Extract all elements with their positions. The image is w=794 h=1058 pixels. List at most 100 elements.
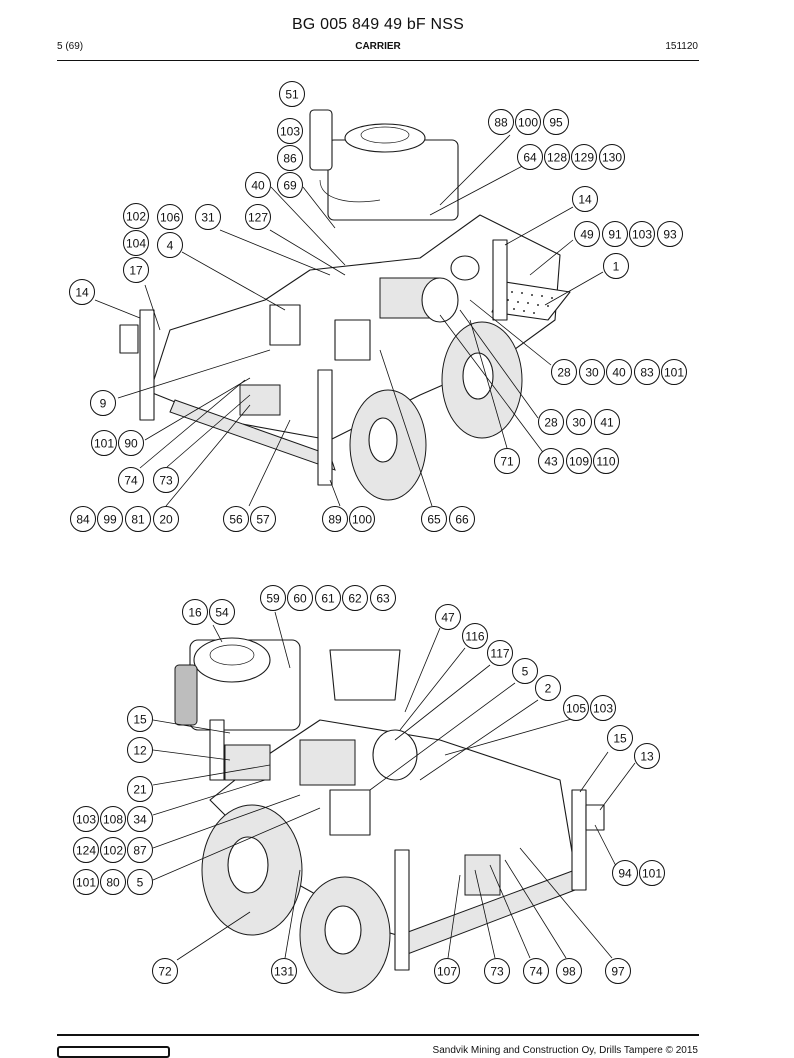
svg-text:107: 107 (437, 965, 457, 979)
callout: 106 (157, 204, 183, 230)
callout: 117 (487, 640, 513, 666)
document-code: 151120 (665, 41, 698, 52)
svg-text:15: 15 (133, 713, 147, 727)
callout: 84 (70, 506, 96, 532)
svg-text:102: 102 (103, 844, 123, 858)
callouts-bottom: 59 60 61 62 63 16 54 47 116 117 5 2 105 … (73, 585, 665, 984)
callout: 49 (574, 221, 600, 247)
svg-text:88: 88 (494, 116, 508, 130)
top-fan (450, 255, 480, 281)
svg-text:71: 71 (500, 455, 514, 469)
callout: 54 (209, 599, 235, 625)
callout: 101 (661, 359, 687, 385)
svg-text:28: 28 (557, 366, 571, 380)
svg-text:21: 21 (133, 783, 147, 797)
svg-text:72: 72 (158, 965, 172, 979)
svg-text:131: 131 (274, 965, 294, 979)
svg-text:101: 101 (94, 437, 114, 451)
top-lamp-left (119, 324, 139, 354)
bottom-air-filter (193, 637, 271, 683)
svg-text:73: 73 (490, 965, 504, 979)
bottom-lamp-right (585, 804, 605, 831)
callout: 101 (639, 860, 665, 886)
bottom-post-left (209, 719, 225, 781)
callout: 99 (97, 506, 123, 532)
svg-text:97: 97 (611, 965, 625, 979)
callout: 47 (435, 604, 461, 630)
callout: 83 (634, 359, 660, 385)
top-exhaust (309, 109, 333, 171)
callout: 109 (566, 448, 592, 474)
svg-text:66: 66 (455, 513, 469, 527)
callout: 110 (593, 448, 619, 474)
svg-text:101: 101 (76, 876, 96, 890)
bottom-valve-block (299, 739, 356, 786)
callout: 20 (153, 506, 179, 532)
callout: 129 (571, 144, 597, 170)
callout: 12 (127, 737, 153, 763)
svg-text:5: 5 (522, 665, 529, 679)
bottom-carrier-artwork (174, 637, 605, 994)
svg-text:91: 91 (608, 228, 622, 242)
svg-text:110: 110 (596, 455, 615, 469)
callout: 69 (277, 172, 303, 198)
svg-text:108: 108 (103, 813, 123, 827)
svg-text:28: 28 (544, 416, 558, 430)
svg-text:62: 62 (348, 592, 362, 606)
callout: 94 (612, 860, 638, 886)
svg-text:87: 87 (133, 844, 147, 858)
callout: 103 (277, 118, 303, 144)
callout: 73 (153, 467, 179, 493)
callout: 41 (594, 409, 620, 435)
callout: 108 (100, 806, 126, 832)
callout: 103 (590, 695, 616, 721)
callout: 34 (127, 806, 153, 832)
callout: 88 (488, 109, 514, 135)
svg-text:14: 14 (578, 193, 592, 207)
callout: 14 (572, 186, 598, 212)
svg-text:64: 64 (523, 151, 537, 165)
callout: 127 (245, 204, 271, 230)
callout: 73 (484, 958, 510, 984)
callout: 65 (421, 506, 447, 532)
svg-text:30: 30 (572, 416, 586, 430)
callout: 62 (342, 585, 368, 611)
callout: 2 (535, 675, 561, 701)
callout: 128 (544, 144, 570, 170)
callout: 104 (123, 230, 149, 256)
bottom-wheel-left-hub (227, 836, 269, 894)
callout: 30 (579, 359, 605, 385)
svg-text:56: 56 (229, 513, 243, 527)
callout: 91 (602, 221, 628, 247)
svg-text:17: 17 (129, 264, 143, 278)
callout: 31 (195, 204, 221, 230)
top-post-right (492, 239, 508, 321)
callout: 51 (279, 81, 305, 107)
svg-text:20: 20 (159, 513, 173, 527)
svg-text:14: 14 (75, 286, 89, 300)
svg-text:61: 61 (321, 592, 335, 606)
callout: 101 (73, 869, 99, 895)
top-carrier-artwork (119, 109, 571, 501)
callout: 102 (100, 837, 126, 863)
callout: 40 (245, 172, 271, 198)
bottom-control-box (224, 744, 271, 781)
callout: 1 (603, 253, 629, 279)
callout: 59 (260, 585, 286, 611)
svg-text:54: 54 (215, 606, 229, 620)
callout: 71 (494, 448, 520, 474)
callout: 61 (315, 585, 341, 611)
callout: 21 (127, 776, 153, 802)
svg-text:15: 15 (613, 732, 627, 746)
bottom-air-filter-cap (209, 644, 255, 666)
svg-text:127: 127 (248, 211, 268, 225)
svg-text:99: 99 (103, 513, 117, 527)
svg-text:94: 94 (618, 867, 632, 881)
callout: 17 (123, 257, 149, 283)
bottom-post-center (394, 849, 410, 971)
svg-text:59: 59 (266, 592, 280, 606)
svg-text:102: 102 (126, 210, 146, 224)
svg-text:83: 83 (640, 366, 654, 380)
svg-text:103: 103 (280, 125, 300, 139)
svg-text:100: 100 (518, 116, 538, 130)
